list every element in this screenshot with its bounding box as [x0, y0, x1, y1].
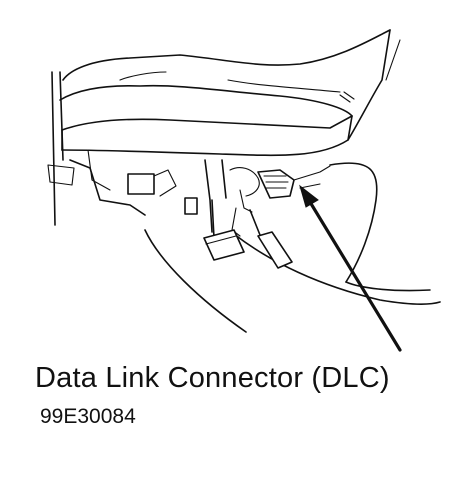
instrument-panel [59, 29, 391, 157]
footwell [144, 229, 441, 333]
under-dash-components [69, 149, 331, 237]
brake-pedal [203, 199, 245, 261]
accelerator-pedal [249, 209, 293, 269]
pointer-arrow [299, 184, 402, 352]
figure-id-label: 99E30084 [40, 405, 136, 428]
diagram-caption: Data Link Connector (DLC) [35, 362, 390, 394]
center-console [329, 39, 431, 292]
